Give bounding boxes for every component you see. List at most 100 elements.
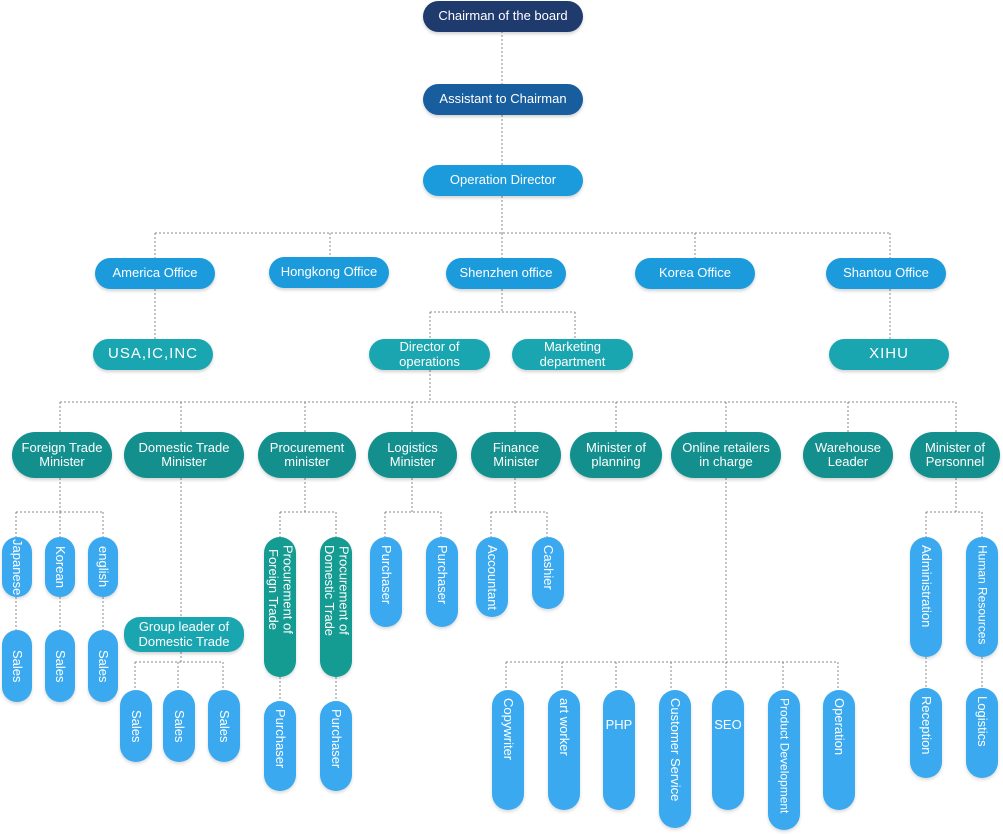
cashier-label: Cashier <box>541 545 557 590</box>
logistics-purchaser-1-label: Purchaser <box>379 545 395 605</box>
group-leader-box: Group leader of Domestic Trade <box>124 617 244 652</box>
domestic-sales-3-box: Sales <box>208 690 240 762</box>
art-worker-box: art worker <box>548 690 580 810</box>
domestic-sales-2-box: Sales <box>163 690 195 762</box>
english-sales-label: Sales <box>96 649 112 683</box>
administration-box: Administration <box>910 537 942 657</box>
english-staff-box: english <box>88 537 118 597</box>
korea-office-box: Korea Office <box>635 258 755 289</box>
customer-service-label: Customer Service <box>668 698 684 802</box>
chairman-label: Chairman of the board <box>438 8 568 24</box>
planning-minister-box: Minister of planning <box>570 432 662 478</box>
warehouse-leader-box: Warehouse Leader <box>803 432 893 478</box>
domestic-sales-2-label: Sales <box>172 709 188 743</box>
america-office-label: America Office <box>112 265 198 281</box>
procurement-foreign-label: Procurement of Foreign Trade <box>266 545 296 634</box>
logistics-minister-box: Logistics Minister <box>368 432 457 478</box>
domestic-sales-3-label: Sales <box>217 709 233 743</box>
japanese-sales-box: Sales <box>2 630 32 702</box>
procurement-purchaser-1-box: Purchaser <box>264 701 296 791</box>
operation-staff-box: Operation <box>823 690 855 810</box>
marketing-department-label: Marketing department <box>539 339 606 369</box>
reception-box: Reception <box>910 688 942 778</box>
procurement-purchaser-2-box: Purchaser <box>320 701 352 791</box>
product-development-label: Product Development <box>777 698 792 814</box>
procurement-domestic-label: Procurement of Domestic Trade <box>322 545 352 637</box>
operation-director-label: Operation Director <box>449 172 557 188</box>
english-sales-box: Sales <box>88 630 118 702</box>
reception-label: Reception <box>919 696 935 755</box>
korean-staff-label: Korean <box>53 546 69 588</box>
xihu-subsidiary-label: XIHU <box>869 345 909 363</box>
php-box: PHP <box>603 690 635 810</box>
personnel-logistics-box: Logistics <box>966 688 998 778</box>
planning-minister-label: Minister of planning <box>586 439 646 469</box>
korean-staff-box: Korean <box>45 537 75 597</box>
domestic-sales-1-label: Sales <box>129 709 145 743</box>
operation-director-box: Operation Director <box>423 165 583 196</box>
korean-sales-label: Sales <box>53 649 69 683</box>
shantou-office-box: Shantou Office <box>826 258 946 289</box>
personnel-logistics-label: Logistics <box>975 696 991 747</box>
chairman-box: Chairman of the board <box>423 1 583 32</box>
personnel-minister-box: Minister of Personnel <box>910 432 1000 478</box>
japanese-staff-label: Japanese <box>10 538 26 596</box>
finance-minister-label: Finance Minister <box>492 439 540 469</box>
online-retailers-label: Online retailers in charge <box>682 439 770 469</box>
america-office-box: America Office <box>95 258 215 289</box>
procurement-purchaser-1-label: Purchaser <box>273 709 289 769</box>
usa-subsidiary-box: USA,IC,INC <box>93 339 213 370</box>
human-resources-label: Human Resources <box>975 545 990 645</box>
domestic-trade-minister-label: Domestic Trade Minister <box>138 439 230 469</box>
shenzhen-office-box: Shenzhen office <box>446 258 566 289</box>
procurement-foreign-box: Procurement of Foreign Trade <box>264 537 296 677</box>
shantou-office-label: Shantou Office <box>843 265 929 281</box>
procurement-minister-label: Procurement minister <box>269 439 345 469</box>
copywriter-box: Copywriter <box>492 690 524 810</box>
seo-box: SEO <box>712 690 744 810</box>
korea-office-label: Korea Office <box>658 265 732 281</box>
hongkong-office-box: Hongkong Office <box>269 257 389 288</box>
domestic-trade-minister-box: Domestic Trade Minister <box>124 432 244 478</box>
administration-label: Administration <box>919 545 935 628</box>
php-label: PHP <box>605 717 633 732</box>
art-worker-label: art worker <box>557 698 573 756</box>
accountant-label: Accountant <box>485 545 501 611</box>
assistant-label: Assistant to Chairman <box>439 91 567 107</box>
hongkong-office-label: Hongkong Office <box>280 264 378 280</box>
product-development-box: Product Development <box>768 690 800 830</box>
human-resources-box: Human Resources <box>966 537 998 657</box>
assistant-box: Assistant to Chairman <box>423 84 583 115</box>
logistics-purchaser-2-label: Purchaser <box>435 545 451 605</box>
logistics-minister-label: Logistics Minister <box>387 439 438 469</box>
operation-staff-label: Operation <box>832 698 848 756</box>
procurement-domestic-box: Procurement of Domestic Trade <box>320 537 352 677</box>
seo-label: SEO <box>714 717 742 732</box>
usa-subsidiary-label: USA,IC,INC <box>107 345 198 363</box>
accountant-box: Accountant <box>476 537 508 617</box>
group-leader-label: Group leader of Domestic Trade <box>138 619 230 649</box>
logistics-purchaser-2-box: Purchaser <box>426 537 458 627</box>
customer-service-box: Customer Service <box>659 690 691 828</box>
marketing-department-box: Marketing department <box>512 339 633 370</box>
online-retailers-box: Online retailers in charge <box>671 432 781 478</box>
director-operations-label: Director of operations <box>399 339 460 369</box>
foreign-trade-minister-box: Foreign Trade Minister <box>12 432 112 478</box>
procurement-minister-box: Procurement minister <box>258 432 356 478</box>
xihu-subsidiary-box: XIHU <box>829 339 949 370</box>
director-operations-box: Director of operations <box>369 339 490 370</box>
domestic-sales-1-box: Sales <box>120 690 152 762</box>
japanese-staff-box: Japanese <box>2 537 32 597</box>
japanese-sales-label: Sales <box>10 649 26 683</box>
korean-sales-box: Sales <box>45 630 75 702</box>
warehouse-leader-label: Warehouse Leader <box>815 439 881 469</box>
procurement-purchaser-2-label: Purchaser <box>329 709 345 769</box>
copywriter-label: Copywriter <box>501 698 517 761</box>
cashier-box: Cashier <box>532 537 564 609</box>
logistics-purchaser-1-box: Purchaser <box>370 537 402 627</box>
foreign-trade-minister-label: Foreign Trade Minister <box>21 439 103 469</box>
shenzhen-office-label: Shenzhen office <box>459 265 553 281</box>
personnel-minister-label: Minister of Personnel <box>925 439 985 469</box>
english-staff-label: english <box>96 546 112 588</box>
